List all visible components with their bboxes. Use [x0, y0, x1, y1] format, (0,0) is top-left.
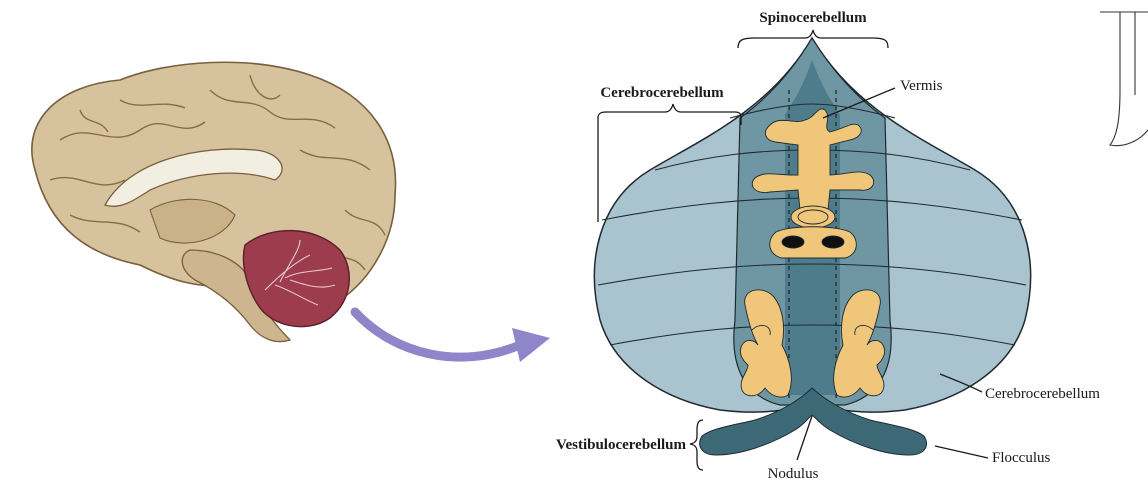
flocculus-leader [935, 446, 988, 458]
cerebrocerebellum-right-label: Cerebrocerebellum [985, 386, 1100, 402]
flocculus-label: Flocculus [992, 450, 1050, 466]
vestibulocerebellum-label: Vestibulocerebellum [556, 437, 687, 453]
sagittal-brain-illustration [32, 62, 396, 341]
cerebrocerebellum-top-label: Cerebrocerebellum [600, 85, 724, 101]
nodulus-label: Nodulus [768, 466, 819, 482]
flocculus-right-lobe [905, 436, 925, 454]
cropped-sketch-fragment [1100, 12, 1148, 146]
transition-arrow [355, 312, 550, 362]
spinocerebellum-label: Spinocerebellum [759, 10, 867, 26]
vermis-label: Vermis [900, 78, 943, 94]
flocculus-left-lobe [702, 436, 722, 454]
